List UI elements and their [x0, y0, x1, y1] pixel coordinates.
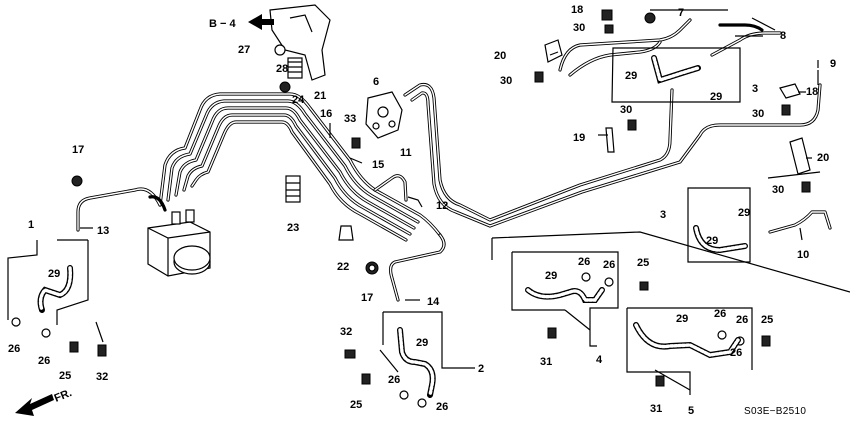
brake-pipe-bundle	[76, 18, 832, 302]
callout-label: 16	[320, 108, 332, 120]
pipe-bracket	[269, 4, 331, 81]
callout-labels: 1 2 3 3 4 5 6 7 8 9 10 11 12 13 14 15 16…	[8, 4, 836, 417]
callout-label: 26	[38, 355, 50, 367]
callout-label: 30	[620, 104, 632, 116]
callout-label: 26	[436, 401, 448, 413]
leader-lines	[80, 9, 819, 301]
pipe-clamp	[285, 175, 301, 203]
callout-label: 29	[676, 313, 688, 325]
callout-label: 1	[28, 219, 34, 231]
callout-label: 3	[660, 209, 666, 221]
callout-label: 28	[276, 63, 288, 75]
callout-label: 26	[578, 256, 590, 268]
callout-label: 2	[478, 363, 484, 375]
callout-label: 25	[637, 257, 649, 269]
callout-label: 31	[650, 403, 662, 415]
cross-reference-arrow	[248, 14, 274, 30]
callout-label: 25	[350, 399, 362, 411]
callout-label: 29	[416, 337, 428, 349]
callout-label: 4	[596, 354, 603, 366]
flex-hoses	[37, 55, 748, 398]
callout-label: 27	[238, 44, 250, 56]
callout-label: 22	[337, 261, 349, 273]
callout-label: 20	[817, 152, 829, 164]
proportioning-valve	[365, 91, 403, 139]
callout-label: 18	[806, 86, 818, 98]
callout-label: 29	[706, 235, 718, 247]
assembly-brackets	[7, 17, 850, 395]
callout-label: 32	[96, 371, 108, 383]
reference-code: S03E−B2510	[744, 406, 806, 417]
callout-label: 26	[736, 314, 748, 326]
callout-label: 11	[400, 147, 412, 159]
callout-label: 25	[761, 314, 773, 326]
callout-label: 29	[710, 91, 722, 103]
front-direction-arrow	[15, 394, 54, 416]
callout-label: 5	[688, 405, 694, 417]
callout-label: 26	[8, 343, 20, 355]
callout-label: 14	[427, 296, 440, 308]
callout-label: 26	[730, 347, 742, 359]
callout-label: 17	[361, 292, 373, 304]
callout-label: 17	[72, 144, 84, 156]
callout-label: 29	[738, 207, 750, 219]
callout-label: 30	[752, 108, 764, 120]
callout-label: 29	[625, 70, 637, 82]
fasteners	[11, 9, 811, 408]
abs-modulator-unit	[147, 209, 211, 277]
callout-label: 25	[59, 370, 71, 382]
callout-label: 18	[571, 4, 583, 16]
cross-reference-label: B − 4	[209, 18, 236, 30]
callout-label: 26	[714, 308, 726, 320]
callout-label: 24	[292, 94, 305, 106]
callout-label: 10	[797, 249, 809, 261]
callout-label: 31	[540, 356, 552, 368]
callout-label: 26	[388, 374, 400, 386]
callout-label: 9	[830, 58, 836, 70]
callout-label: 6	[373, 76, 379, 88]
callout-label: 21	[314, 90, 326, 102]
callout-label: 8	[780, 30, 786, 42]
callout-label: 7	[678, 7, 684, 19]
callout-label: 29	[48, 268, 60, 280]
callout-label: 33	[344, 113, 356, 125]
callout-label: 15	[372, 159, 384, 171]
callout-label: 29	[545, 270, 557, 282]
callout-label: 3	[752, 83, 758, 95]
callout-label: 19	[573, 132, 585, 144]
callout-label: 12	[436, 200, 448, 212]
callout-label: 32	[340, 326, 352, 338]
callout-label: 30	[772, 184, 784, 196]
callout-label: 26	[603, 259, 615, 271]
callout-label: 23	[287, 222, 299, 234]
callout-label: 30	[573, 22, 585, 34]
callout-label: 30	[500, 75, 512, 87]
direction-label: FR.	[53, 387, 74, 405]
callout-label: 20	[494, 50, 506, 62]
callout-label: 13	[97, 225, 109, 237]
